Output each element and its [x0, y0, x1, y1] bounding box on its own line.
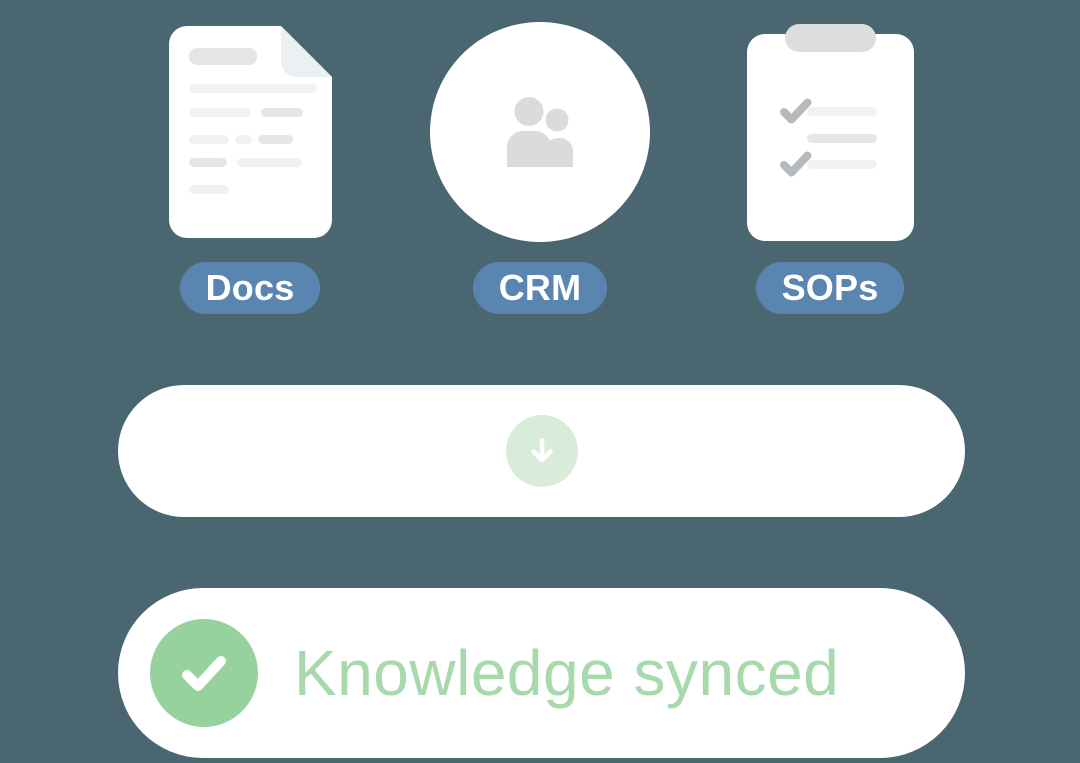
clipboard-icon	[746, 23, 914, 241]
crm-badge: CRM	[472, 262, 608, 314]
crm-badge-label: CRM	[498, 267, 582, 308]
document-icon	[168, 26, 332, 238]
arrow-circle	[505, 415, 578, 487]
docs-icon-area	[168, 22, 332, 242]
source-docs: Docs	[105, 22, 395, 314]
check-circle	[150, 619, 258, 727]
source-crm: CRM	[395, 22, 685, 314]
status-bar: Knowledge synced	[118, 588, 965, 758]
docs-badge-label: Docs	[205, 267, 295, 308]
sops-icon-area	[746, 22, 914, 242]
docs-badge: Docs	[179, 262, 321, 314]
people-icon	[507, 97, 573, 167]
sops-badge: SOPs	[755, 262, 905, 314]
crm-circle	[430, 22, 650, 242]
sops-badge-label: SOPs	[781, 267, 879, 308]
crm-icon-area	[430, 22, 650, 242]
status-label: Knowledge synced	[294, 637, 840, 709]
source-sops: SOPs	[685, 22, 975, 314]
sources-row: Docs CRM	[0, 22, 1080, 314]
arrow-down-icon	[530, 438, 553, 463]
sync-bar	[118, 385, 965, 517]
check-icon	[182, 656, 226, 691]
